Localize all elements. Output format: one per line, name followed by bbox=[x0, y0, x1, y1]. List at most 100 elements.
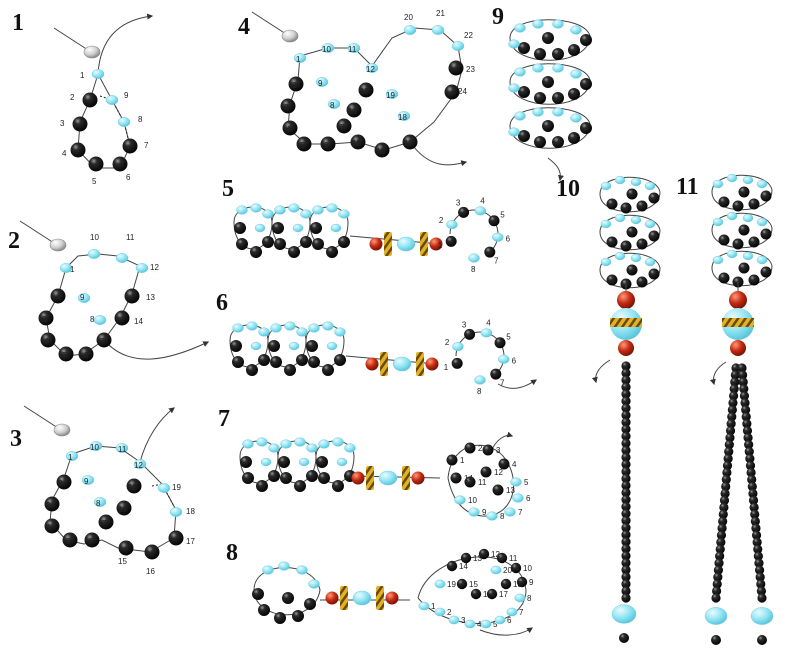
cyan-bead bbox=[630, 215, 642, 225]
red-bead bbox=[729, 291, 747, 309]
cyan-bead bbox=[712, 179, 724, 189]
black-bead bbox=[320, 136, 336, 152]
cyan-bead bbox=[434, 607, 446, 617]
bead-number: 19 bbox=[172, 483, 181, 492]
black-bead bbox=[751, 530, 762, 540]
black-bead bbox=[70, 142, 86, 158]
black-bead bbox=[492, 484, 504, 496]
black-bead bbox=[258, 604, 270, 616]
black-bead bbox=[294, 480, 306, 492]
step-label-11: 11 bbox=[676, 174, 699, 200]
black-bead bbox=[374, 142, 390, 158]
bead-number: 14 bbox=[459, 562, 468, 571]
black-bead bbox=[306, 340, 318, 352]
black-bead bbox=[464, 476, 476, 488]
gold-spacer-bead bbox=[402, 466, 410, 490]
black-bead bbox=[230, 340, 242, 352]
black-bead bbox=[126, 478, 142, 494]
black-bead bbox=[760, 190, 772, 202]
cyan-bead bbox=[504, 507, 516, 517]
black-bead bbox=[715, 544, 725, 554]
cyan-bead bbox=[514, 67, 526, 77]
bead-number: 9 bbox=[529, 578, 534, 587]
black-bead bbox=[621, 473, 631, 484]
black-bead bbox=[292, 610, 304, 622]
black-bead bbox=[621, 445, 631, 455]
black-bead bbox=[606, 274, 618, 286]
step-label-7: 7 bbox=[218, 406, 230, 432]
cyan-bead bbox=[392, 356, 412, 372]
gold-spacer-bead bbox=[340, 586, 348, 610]
bead-number: 2 bbox=[478, 444, 483, 453]
black-bead bbox=[306, 470, 318, 482]
thread-path bbox=[497, 379, 537, 389]
thread-path bbox=[151, 483, 177, 511]
bead-number: 3 bbox=[284, 103, 289, 112]
black-bead bbox=[288, 246, 300, 258]
black-bead bbox=[44, 496, 60, 512]
cyan-bead bbox=[59, 263, 73, 273]
cyan-bead bbox=[552, 63, 564, 73]
cyan-bead bbox=[292, 223, 304, 233]
bead-number: 5 bbox=[62, 351, 67, 360]
cyan-bead bbox=[452, 342, 464, 352]
black-bead bbox=[621, 502, 631, 512]
black-bead bbox=[718, 516, 728, 526]
cyan-bead bbox=[600, 181, 612, 191]
red-bead bbox=[429, 237, 443, 251]
step-label-1: 1 bbox=[12, 10, 24, 36]
black-bead bbox=[486, 588, 498, 600]
black-bead bbox=[542, 76, 554, 88]
black-bead bbox=[621, 558, 631, 568]
cyan-bead bbox=[464, 619, 476, 629]
black-bead bbox=[444, 84, 460, 100]
black-bead bbox=[738, 377, 748, 387]
step-label-8: 8 bbox=[226, 540, 238, 566]
black-bead bbox=[737, 363, 747, 373]
bead-number: 2 bbox=[445, 338, 450, 347]
bead-number: 8 bbox=[330, 101, 335, 110]
cyan-bead bbox=[468, 507, 480, 517]
black-bead bbox=[621, 452, 631, 462]
cyan-bead bbox=[115, 253, 129, 263]
black-bead bbox=[716, 530, 727, 540]
bead-number: 9 bbox=[80, 293, 85, 302]
thread-path bbox=[103, 339, 210, 360]
thread-path bbox=[97, 13, 154, 75]
bead-number: 11 bbox=[126, 233, 135, 242]
black-bead bbox=[752, 537, 762, 547]
black-bead bbox=[753, 551, 763, 561]
black-bead bbox=[621, 466, 631, 477]
bead-number: 6 bbox=[84, 351, 89, 360]
cyan-bead bbox=[508, 127, 520, 137]
cyan-bead bbox=[492, 232, 504, 242]
cyan-bead bbox=[514, 593, 526, 603]
bead-number: 18 bbox=[513, 580, 522, 589]
cyan-bead bbox=[294, 437, 306, 447]
black-bead bbox=[580, 122, 592, 134]
cyan-bead bbox=[644, 257, 656, 267]
bead-number: 12 bbox=[366, 65, 375, 74]
black-bead bbox=[270, 356, 282, 368]
bead-number: 8 bbox=[96, 499, 101, 508]
cyan-bead bbox=[258, 327, 270, 337]
cyan-bead bbox=[89, 441, 103, 451]
bead-number: 6 bbox=[88, 537, 93, 546]
black-bead bbox=[316, 456, 328, 468]
cyan-bead bbox=[91, 69, 105, 79]
black-bead bbox=[114, 310, 130, 326]
step-label-2: 2 bbox=[8, 228, 20, 254]
cyan-bead bbox=[262, 209, 274, 219]
black-bead bbox=[580, 78, 592, 90]
black-bead bbox=[478, 548, 490, 560]
bead-number: 6 bbox=[512, 357, 517, 366]
black-bead bbox=[322, 364, 334, 376]
bead-number: 13 bbox=[360, 87, 369, 96]
bead-number: 1 bbox=[438, 241, 443, 250]
black-bead bbox=[713, 565, 724, 575]
black-bead bbox=[568, 132, 580, 144]
needle-bead bbox=[281, 29, 299, 43]
black-bead bbox=[755, 572, 765, 582]
bead-number: 20 bbox=[404, 13, 413, 22]
black-bead bbox=[606, 198, 618, 210]
